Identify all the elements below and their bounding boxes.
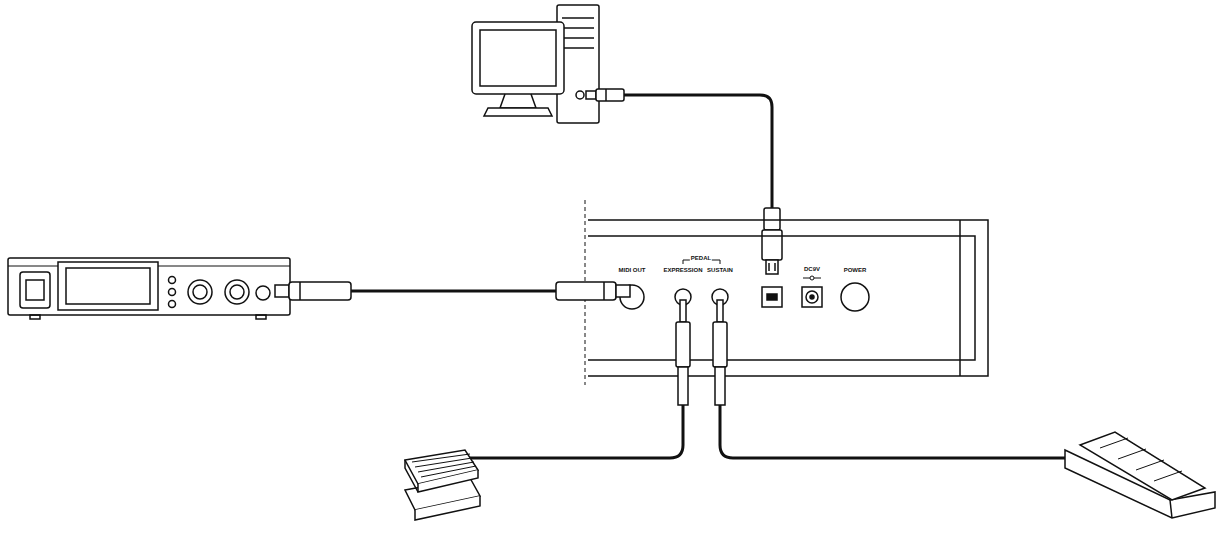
expression-pedal [405, 450, 480, 520]
sustain-pedal [1065, 432, 1215, 518]
keyboard-rear-panel [588, 220, 988, 376]
panel-label: SUSTAIN [706, 267, 734, 274]
panel-label: DC9V [803, 266, 821, 273]
panel-label: MIDI OUT [618, 267, 647, 274]
sound-module [8, 258, 290, 319]
panel-label: POWER [843, 267, 868, 274]
panel-label: PEDAL [690, 255, 712, 262]
panel-label: EXPRESSION [662, 267, 703, 274]
pedal-plugs [676, 300, 727, 405]
computer [472, 5, 599, 123]
